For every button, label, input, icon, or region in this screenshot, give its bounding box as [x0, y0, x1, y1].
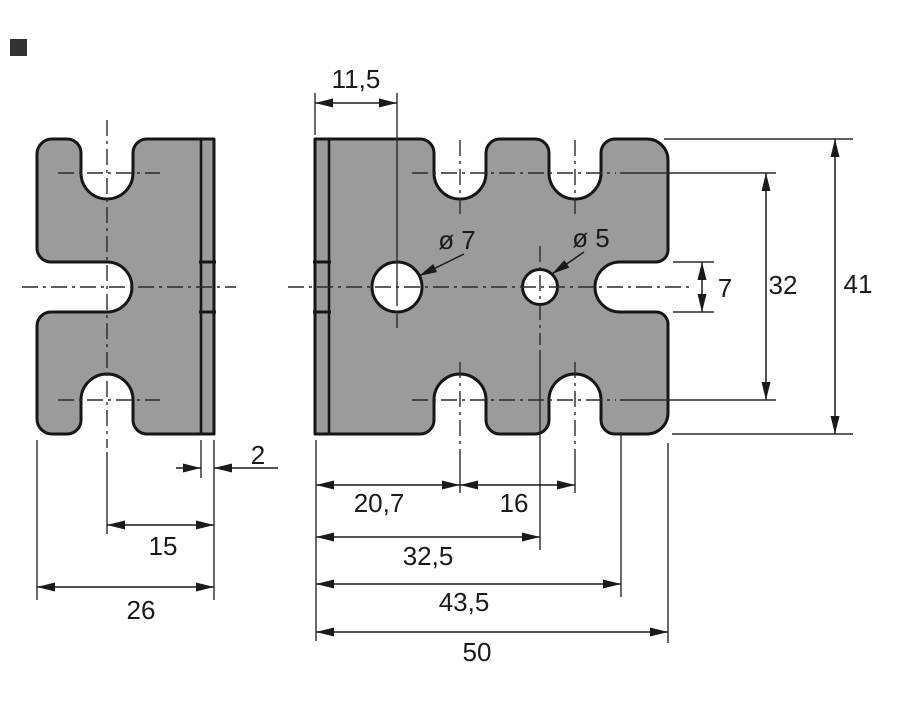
- dim-label-hole-small-offset: 32,5: [403, 541, 454, 571]
- dim-label-hole-large-offset: 11,5: [332, 64, 381, 94]
- dim-label-hole-large-diameter: ø 7: [438, 225, 476, 255]
- dim-label-side-width: 26: [127, 595, 156, 625]
- leader-hole-small: [551, 251, 585, 275]
- side-view-outline: [35, 137, 216, 436]
- front-view: [288, 137, 690, 452]
- dim-label-height: 41: [844, 269, 873, 299]
- corner-mark: [10, 39, 27, 56]
- dimension-lines: [37, 98, 840, 637]
- side-view: [22, 120, 236, 448]
- dim-label-slot-center-offset: 43,5: [439, 587, 490, 617]
- dim-label-notch-spacing: 16: [500, 488, 529, 518]
- dim-label-notch-span: 32: [769, 270, 798, 300]
- leader-hole-large: [418, 253, 465, 277]
- dim-label-front-width: 50: [463, 637, 492, 667]
- dim-label-slot-width: 7: [718, 273, 732, 303]
- dimension-labels: 11,5 ø 7 ø 5 7 32 41 20,7 16 32,5 43,5 5…: [127, 64, 873, 667]
- dim-label-slot-axis-to-face: 15: [149, 531, 178, 561]
- dim-label-thickness: 2: [251, 440, 265, 470]
- dim-label-notch-first-offset: 20,7: [354, 488, 405, 518]
- dim-label-hole-small-diameter: ø 5: [572, 223, 610, 253]
